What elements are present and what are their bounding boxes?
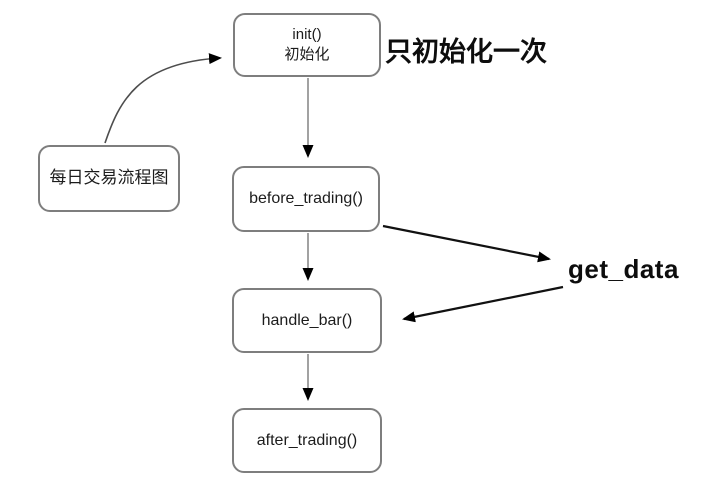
node-daily-trading-flow-label: 每日交易流程图 [49, 168, 169, 188]
connector-start-to-init [104, 53, 222, 144]
node-handle-bar: handle_bar() [232, 288, 382, 353]
node-handle-bar-label: handle_bar() [261, 311, 353, 329]
node-before-trading-label: before_trading() [249, 190, 363, 208]
connector-get-data-to-handle-bar [402, 285, 564, 323]
annotation-get-data: get_data [568, 254, 679, 284]
node-daily-trading-flow: 每日交易流程图 [38, 145, 180, 212]
node-after-trading: after_trading() [232, 408, 382, 473]
node-init-label-line2: 初始化 [284, 46, 330, 63]
node-init-label-line1: init() [292, 25, 322, 43]
connector-before-trading-to-get-data [382, 224, 551, 263]
annotation-init-once: 只初始化一次 [385, 37, 547, 67]
node-before-trading: before_trading() [232, 166, 380, 232]
node-init: init() 初始化 [233, 13, 381, 77]
node-after-trading-label: after_trading() [256, 431, 358, 449]
